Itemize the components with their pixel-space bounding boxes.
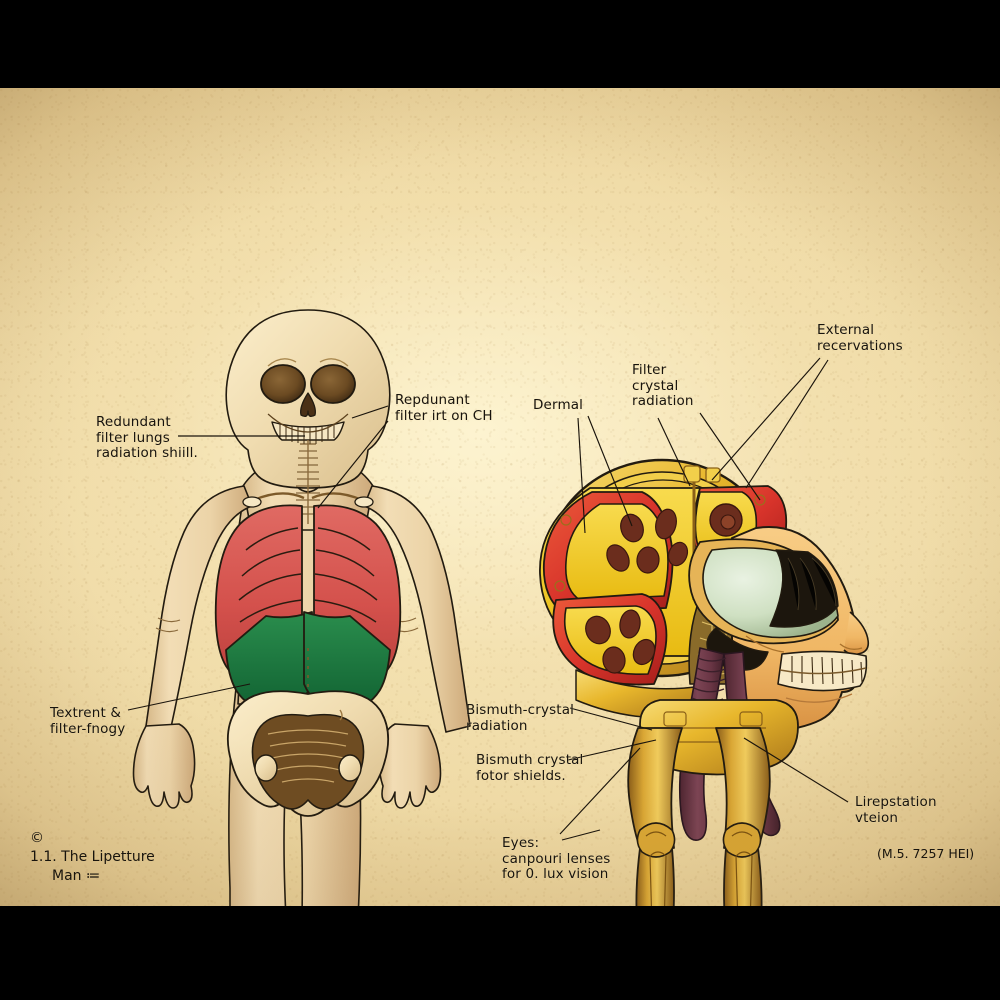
caption-bottom-right: (M.5. 7257 HEI) (877, 846, 975, 861)
annotation-redundant-filter-int: Repdunant filter irt on CH (395, 392, 493, 424)
annotation-lirepstation-vision: Lirepstation vteion (855, 794, 937, 826)
right-figure (539, 458, 870, 906)
annotation-redundant-filter-lungs: Redundant filter lungs radiation shiill. (96, 414, 199, 461)
caption-bottom-left: © 1.1. The Lipetture Man ≔ (30, 810, 155, 905)
annotation-filter-crystal-radiation: Filter crystal radiation (632, 362, 694, 409)
annotation-eyes-lenses: Eyes: canpouri lenses for 0. lux vision (502, 835, 611, 882)
annotation-bismuth-crystal-shields: Bismuth crystal fotor shields. (476, 752, 584, 784)
diagram-artwork (127, 309, 870, 906)
letterbox-bar-top (0, 0, 1000, 88)
letterbox-bar-bottom (0, 906, 1000, 1000)
left-figure (132, 309, 471, 906)
caption-line-1: 1.1. The Lipetture (30, 849, 155, 865)
parchment-sheet: Redundant filter lungs radiation shiill.… (0, 88, 1000, 906)
caption-line-2: Man ≔ (52, 868, 100, 884)
annotation-bismuth-crystal-radiation: Bismuth-crystal radiation (466, 702, 575, 734)
annotation-external-reservations: External recervations (817, 322, 903, 354)
annotation-textrent-filter: Textrent & filter-fnogy (50, 705, 126, 737)
annotation-dermal: Dermal (533, 397, 584, 413)
copyright-icon: © (30, 830, 44, 846)
leader-lines (127, 357, 849, 841)
